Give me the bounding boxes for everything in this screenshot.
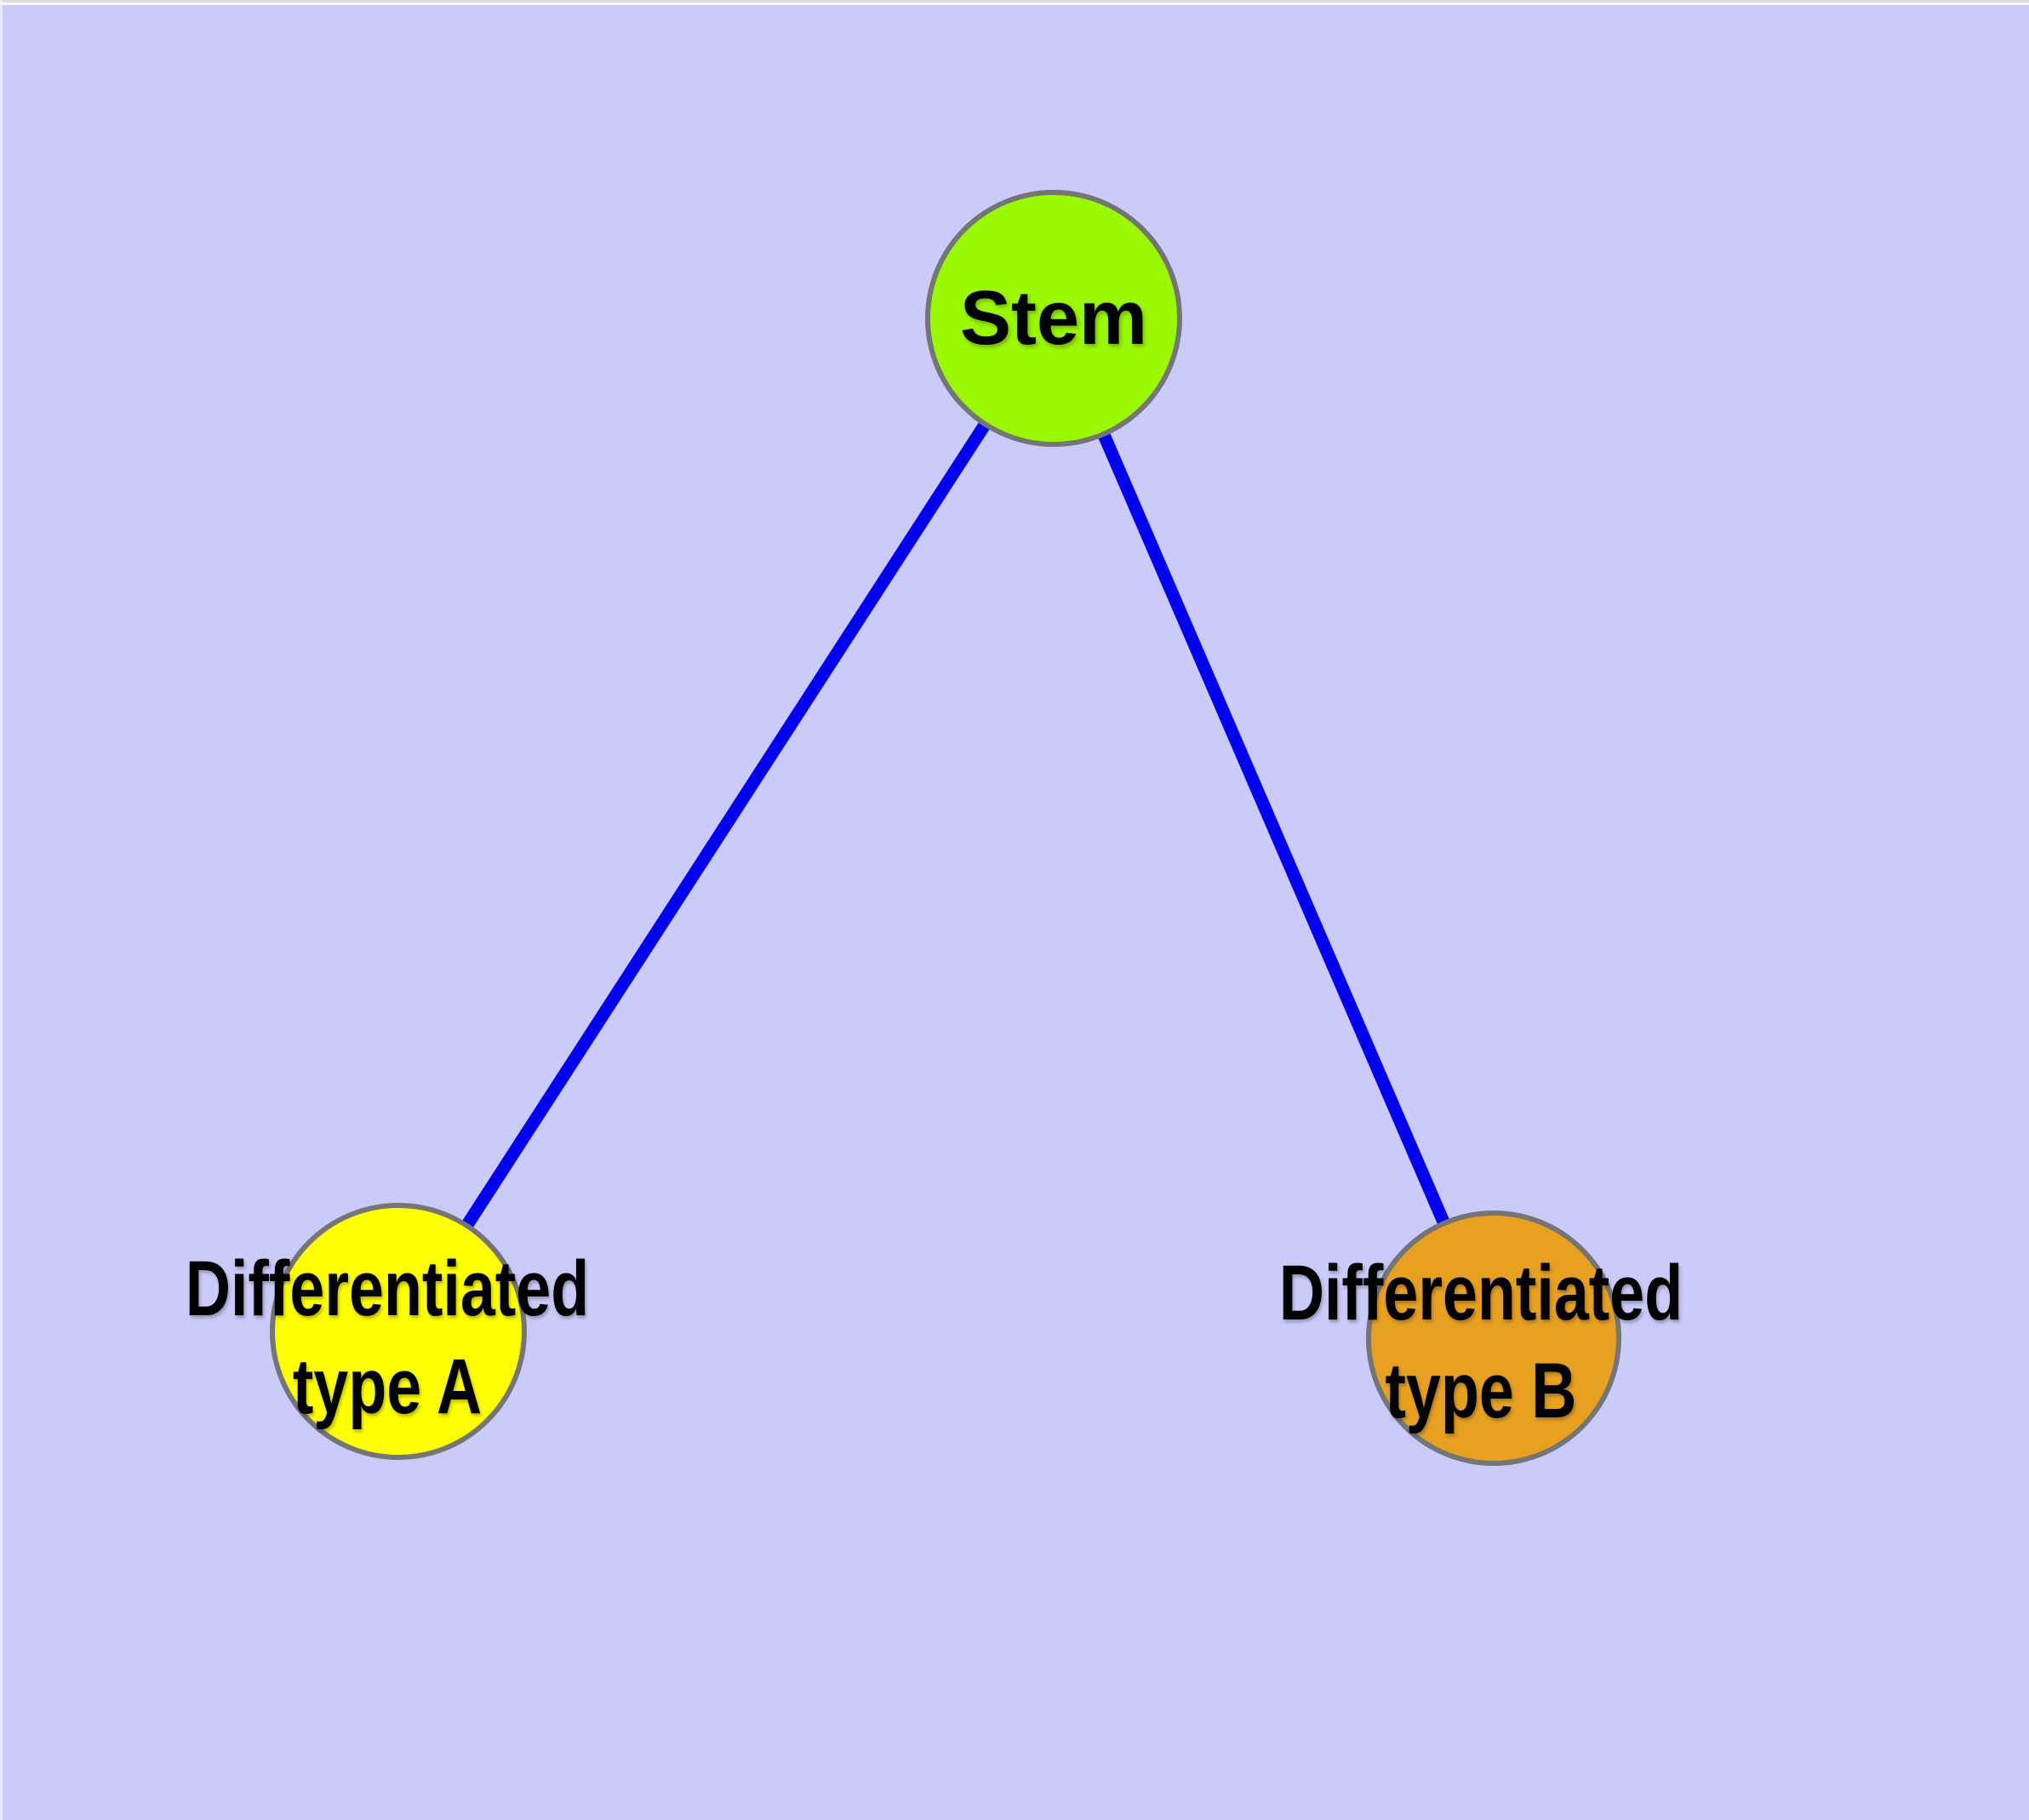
- edge-stem-to-type-b: [1048, 316, 1500, 1341]
- edge-stem-to-type-a: [392, 314, 1060, 1336]
- node-stem[interactable]: Stem: [925, 190, 1182, 447]
- node-stem-label: Stem: [959, 276, 1148, 361]
- top-edge-strip: [0, 0, 2029, 5]
- left-edge-strip: [0, 0, 3, 1820]
- node-differentiated-type-b[interactable]: [1366, 1210, 1621, 1466]
- node-differentiated-type-b-label: Differentiated type B: [1278, 1250, 1683, 1434]
- node-differentiated-type-a-label: Differentiated type A: [185, 1245, 590, 1430]
- node-differentiated-type-a[interactable]: [270, 1203, 527, 1460]
